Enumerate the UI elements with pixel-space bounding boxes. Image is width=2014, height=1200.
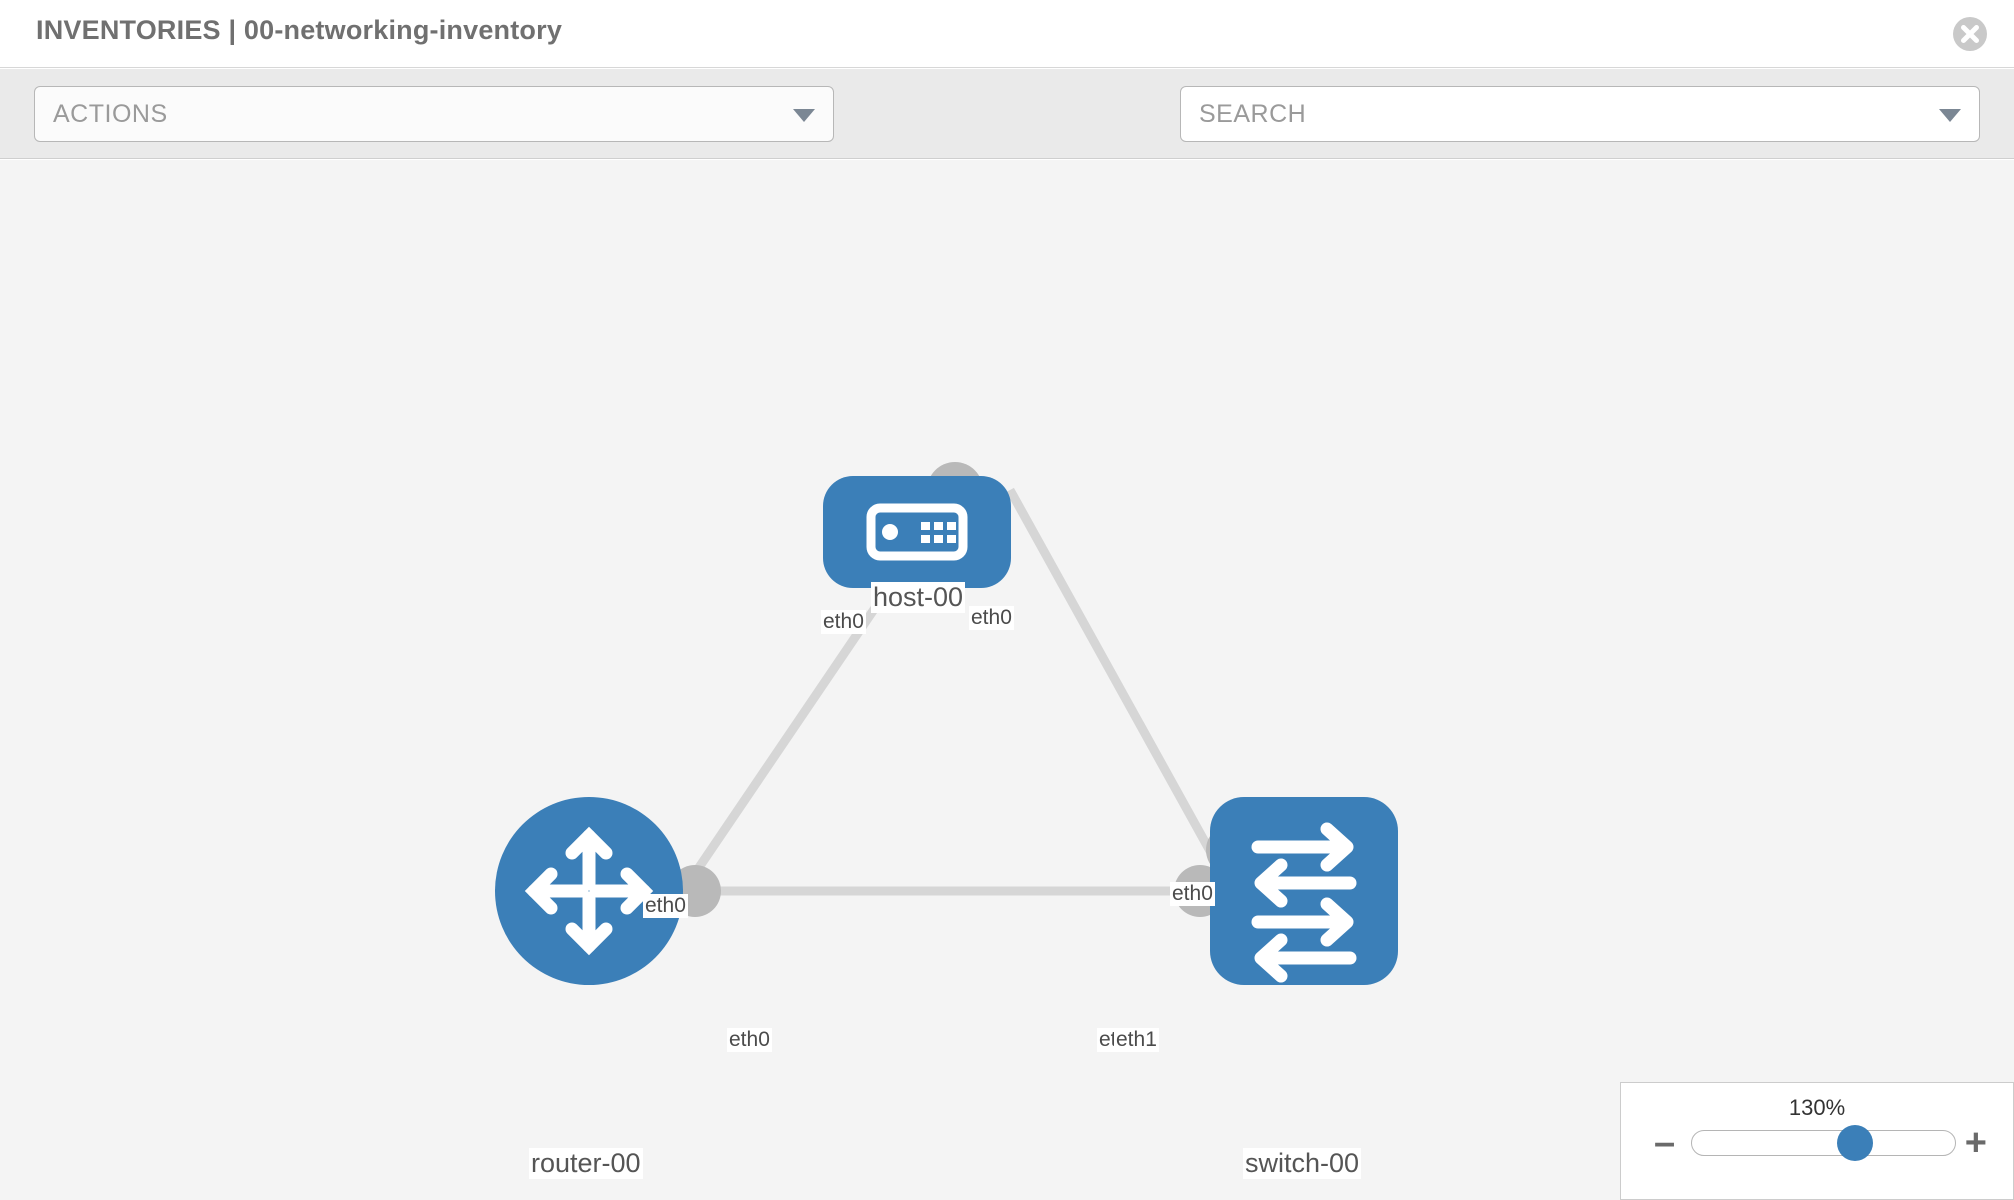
- interface-label: eth1: [1114, 1028, 1159, 1052]
- topology-canvas[interactable]: host-00 router-00 switch-00 eth0 eth0 et…: [0, 160, 2014, 1200]
- interface-label: eth0: [821, 610, 866, 634]
- zoom-slider-track[interactable]: [1691, 1130, 1956, 1156]
- node-host-00[interactable]: [823, 476, 1011, 588]
- zoom-in-button[interactable]: +: [1964, 1122, 1987, 1164]
- interface-label: eth0: [969, 606, 1014, 630]
- search-placeholder: SEARCH: [1199, 100, 1307, 128]
- interface-label: eth0: [643, 894, 688, 918]
- toolbar: ACTIONS SEARCH: [0, 69, 2014, 200]
- zoom-slider-thumb[interactable]: [1837, 1125, 1873, 1161]
- actions-dropdown[interactable]: ACTIONS: [34, 86, 834, 142]
- chevron-down-icon[interactable]: [1939, 109, 1961, 122]
- page-header: INVENTORIES | 00-networking-inventory: [0, 0, 2014, 68]
- interface-label: eth0: [727, 1028, 772, 1052]
- router-arrows-icon: [524, 826, 654, 956]
- actions-dropdown-label: ACTIONS: [53, 100, 168, 128]
- node-router-00[interactable]: [495, 797, 683, 985]
- node-switch-00[interactable]: [1210, 797, 1398, 985]
- zoom-control-panel: 130% – +: [1620, 1082, 2014, 1200]
- zoom-percent-label: 130%: [1788, 1095, 1846, 1120]
- search-input[interactable]: SEARCH: [1180, 86, 1980, 142]
- server-icon: [866, 503, 968, 561]
- node-label-host-00: host-00: [871, 582, 966, 613]
- switch-arrows-icon: [1251, 822, 1357, 983]
- close-icon[interactable]: [1950, 14, 1990, 54]
- chevron-down-icon: [793, 109, 815, 122]
- interface-label: eth0: [1170, 882, 1215, 906]
- page-title: INVENTORIES | 00-networking-inventory: [36, 15, 563, 45]
- link-host-switch[interactable]: [1006, 487, 1219, 863]
- zoom-out-button[interactable]: –: [1654, 1122, 1676, 1164]
- node-label-router-00: router-00: [529, 1148, 643, 1179]
- node-label-switch-00: switch-00: [1243, 1148, 1362, 1179]
- topology-graph: [495, 462, 1398, 985]
